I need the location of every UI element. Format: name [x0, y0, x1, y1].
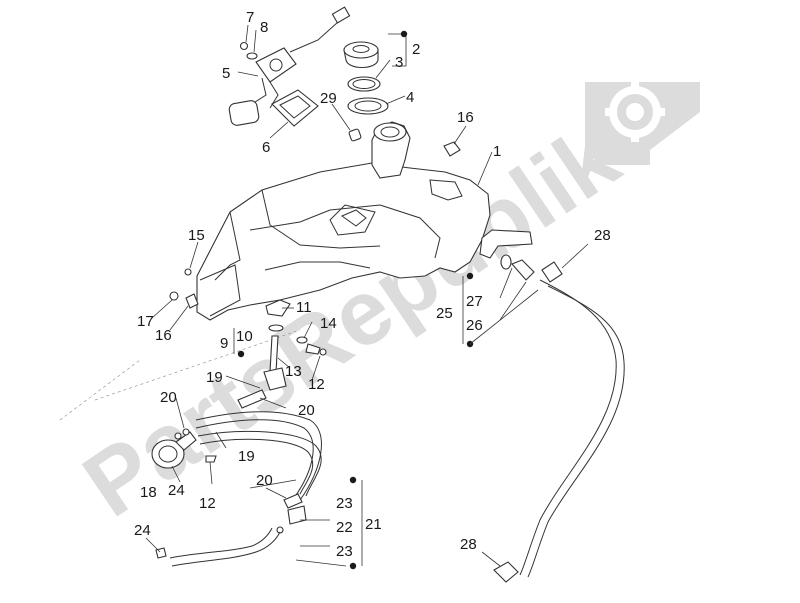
nut-17	[169, 291, 179, 301]
label-12b: 12	[199, 495, 216, 512]
cap-gasket-inner	[352, 79, 376, 89]
fuel-cap	[343, 41, 379, 69]
label-9: 9	[220, 335, 228, 352]
fuel-hose-28	[493, 261, 625, 583]
label-27: 27	[466, 293, 483, 310]
label-23b: 23	[336, 543, 353, 560]
inline-filter	[276, 493, 307, 534]
label-8: 8	[260, 19, 268, 36]
label-7: 7	[246, 9, 254, 26]
label-24a: 24	[168, 482, 185, 499]
label-28b: 28	[460, 536, 477, 553]
gear-icon	[585, 82, 700, 165]
fuel-level-sender	[228, 6, 351, 126]
clip-16-left	[185, 293, 199, 309]
label-28a: 28	[594, 227, 611, 244]
clip-16-top	[443, 141, 461, 157]
label-20a: 20	[160, 389, 177, 406]
label-19b: 19	[238, 448, 255, 465]
label-5: 5	[222, 65, 230, 82]
label-1: 1	[493, 143, 501, 160]
label-13: 13	[285, 363, 302, 380]
label-12a: 12	[308, 376, 325, 393]
label-25: 25	[436, 305, 453, 322]
label-24b: 24	[134, 522, 151, 539]
label-19a: 19	[206, 369, 223, 386]
label-16a: 16	[457, 109, 474, 126]
label-26: 26	[466, 317, 483, 334]
label-22: 22	[336, 519, 353, 536]
label-20c: 20	[256, 472, 273, 489]
fuel-hoses-19-20	[195, 389, 322, 501]
sender-gasket	[271, 89, 319, 127]
label-17: 17	[137, 313, 154, 330]
nut-washer	[239, 41, 258, 60]
filler-ring-inner	[354, 100, 382, 112]
label-4: 4	[406, 89, 414, 106]
label-29: 29	[320, 90, 337, 107]
vent-hose-24	[155, 527, 281, 567]
clamp-27	[500, 254, 512, 270]
fuel-tank	[196, 121, 533, 321]
label-20b: 20	[298, 402, 315, 419]
leader-lines	[145, 24, 589, 567]
fuel-filter-26	[511, 259, 535, 281]
label-14: 14	[320, 315, 337, 332]
filler-ring	[347, 97, 389, 115]
label-15: 15	[188, 227, 205, 244]
label-18: 18	[140, 484, 157, 501]
label-21: 21	[365, 516, 382, 533]
reference-line	[59, 329, 301, 421]
callout-labels: 1 2 3 4 5 6 7 8 9 10 11 12 12 13 14 15 1…	[134, 9, 611, 560]
label-23a: 23	[336, 495, 353, 512]
screw-15	[184, 268, 192, 276]
fuel-tap	[263, 299, 327, 391]
label-16b: 16	[155, 327, 172, 344]
label-11: 11	[296, 299, 312, 316]
label-2: 2	[412, 41, 420, 58]
clip-29	[348, 128, 362, 142]
group-brackets	[233, 30, 539, 570]
vacuum-valve	[151, 428, 217, 469]
label-6: 6	[262, 139, 270, 156]
label-3: 3	[395, 54, 403, 71]
label-10: 10	[236, 328, 253, 345]
